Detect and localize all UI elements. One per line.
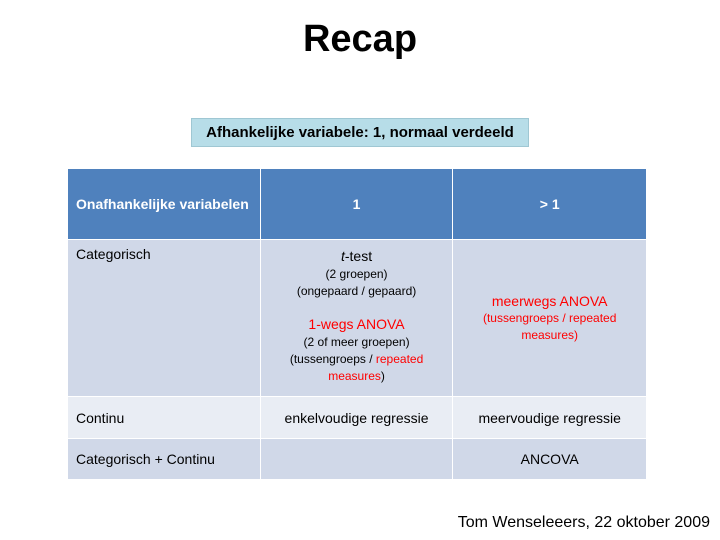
slide-title: Recap [302,18,418,60]
ttest-rest: -test [344,248,373,264]
cell-continu-more: meervoudige regressie [452,396,647,439]
ttest-line2: (ongepaard / gepaard) [296,284,417,298]
cell-categorisch-more: meerwegs ANOVA (tussengroeps / repeated … [452,239,647,397]
anova2-line2: measures) [521,328,579,342]
row-label-continu: Continu [67,396,261,439]
cell-mixed-one [259,438,454,480]
ttest-title: t-test [262,247,452,266]
anova1-title: 1-wegs ANOVA [308,316,405,332]
recap-table: Onafhankelijke variabelen 1 > 1 Categori… [67,168,647,480]
footer-author-date: Tom Wenseleeers, 22 oktober 2009 [457,514,710,531]
row-label-categorisch: Categorisch [67,239,261,397]
anova1-line3-suffix: ) [380,369,385,383]
row-label-mixed: Categorisch + Continu [67,438,261,480]
anova1-line2-prefix: (tussengroeps / [289,352,376,366]
cell-categorisch-one: t-test (2 groepen) (ongepaard / gepaard)… [259,239,454,397]
header-independent-variables: Onafhankelijke variabelen [67,168,261,240]
cell-mixed-more: ANCOVA [452,438,647,480]
table-header-row: Onafhankelijke variabelen 1 > 1 [67,168,647,240]
table-row-continu: Continu enkelvoudige regressie meervoudi… [67,396,647,439]
anova2-title: meerwegs ANOVA [491,293,608,309]
ttest-italic-t: t [340,248,345,264]
dependent-variable-box: Afhankelijke variabele: 1, normaal verde… [191,118,529,147]
anova1-line1: (2 of meer groepen) [303,335,410,349]
anova1-line2-red: repeated [375,352,424,366]
cell-continu-one: enkelvoudige regressie [259,396,454,439]
anova2-line1: (tussengroeps / repeated [482,311,617,325]
header-one: 1 [259,168,454,240]
anova1-line3: measures) [262,368,452,385]
anova1-line3-red: measures [328,369,381,383]
table-row-mixed: Categorisch + Continu ANCOVA [67,438,647,480]
ttest-line1: (2 groepen) [325,267,388,281]
anova1-line2: (tussengroeps / repeated [262,351,452,368]
header-more-than-one: > 1 [452,168,647,240]
table-row-categorisch: Categorisch t-test (2 groepen) (ongepaar… [67,239,647,397]
